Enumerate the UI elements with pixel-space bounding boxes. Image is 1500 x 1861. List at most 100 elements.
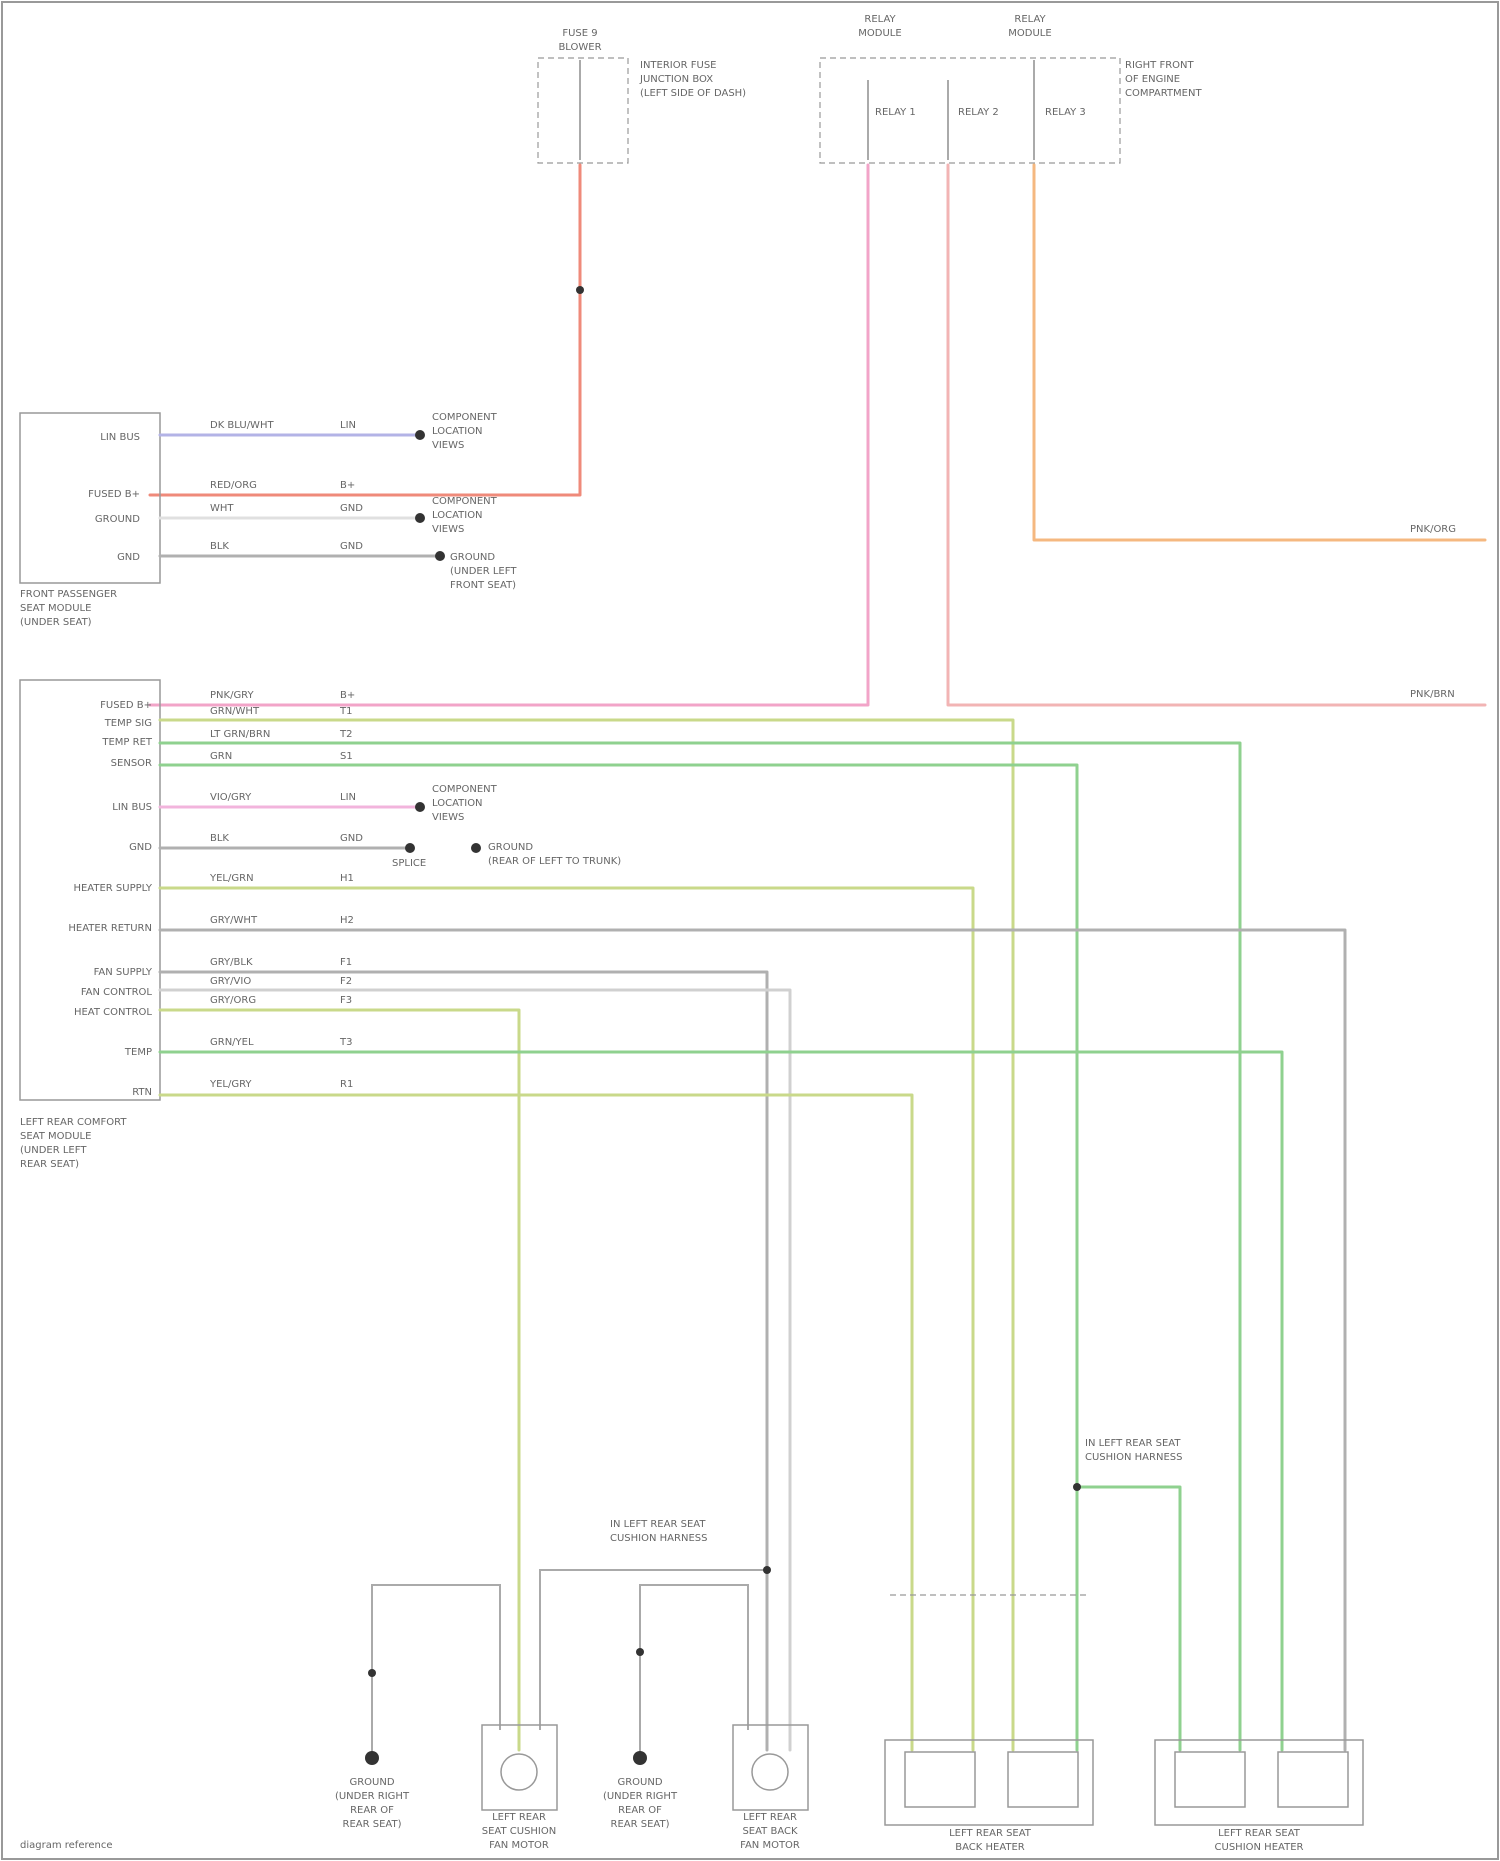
m2-code-13: YEL/GRY — [209, 1079, 252, 1090]
fuse-box-title-2: BLOWER — [558, 42, 601, 53]
splice-note-2a: IN LEFT REAR SEAT — [1085, 1438, 1181, 1449]
footer-text: diagram reference — [20, 1840, 113, 1851]
heater-grid-3 — [1175, 1752, 1245, 1807]
m2-code-4: GRN — [210, 751, 232, 762]
splice-dot — [368, 1669, 376, 1677]
m1-wire-circ-2: B+ — [340, 480, 355, 491]
m2-code-5: VIO/GRY — [210, 792, 252, 803]
connector-dot — [415, 430, 425, 440]
motor-icon — [752, 1754, 788, 1790]
m1-wire-circ-3: GND — [340, 503, 363, 514]
m2-code-3: LT GRN/BRN — [210, 729, 270, 740]
ground-1-label-1: GROUND — [349, 1777, 394, 1788]
m1-wire-code-4: BLK — [210, 541, 229, 552]
m1-wire-circ-1: LIN — [340, 420, 356, 431]
module-2-pin-11: HEAT CONTROL — [74, 1007, 152, 1018]
ground-icon — [471, 843, 481, 853]
wire-m2-sensor — [160, 765, 1077, 1750]
seat-back-heater-label-2: BACK HEATER — [955, 1842, 1025, 1853]
m2-circ-1: B+ — [340, 690, 355, 701]
splice-dot — [1073, 1483, 1081, 1491]
seat-cushion-heater: LEFT REAR SEAT CUSHION HEATER — [1155, 1740, 1363, 1853]
wire-m2-heater-supply — [160, 888, 973, 1750]
m1-callout-3a: GROUND — [450, 552, 495, 563]
module-1-title-2: SEAT MODULE — [20, 603, 91, 614]
wire-fuse-red — [150, 165, 580, 495]
m1-callout-2b: LOCATION — [432, 510, 483, 521]
right-label-pnk-org: PNK/ORG — [1410, 524, 1456, 535]
fan-motor-2-label-1: LEFT REAR — [743, 1812, 797, 1823]
seat-back-heater: LEFT REAR SEAT BACK HEATER — [885, 1740, 1093, 1853]
splice-dot — [576, 286, 584, 294]
wire-m2-temp-sig — [160, 720, 1013, 1750]
relay-label-1: RELAY 1 — [875, 107, 916, 118]
m2-circ-12: T3 — [339, 1037, 352, 1048]
module-2-title-1: LEFT REAR COMFORT — [20, 1117, 127, 1128]
m1-wire-code-2: RED/ORG — [210, 480, 257, 491]
ground-1-label-3: REAR OF — [350, 1805, 394, 1816]
module-1-pin-3: GROUND — [95, 514, 140, 525]
ground-1-label-2: (UNDER RIGHT — [335, 1791, 410, 1802]
relay-label-2: RELAY 2 — [958, 107, 999, 118]
relay-box-left-title-2: MODULE — [858, 28, 901, 39]
fan-motor-1-label-1: LEFT REAR — [492, 1812, 546, 1823]
relay-box-note-3: COMPARTMENT — [1125, 88, 1202, 99]
module-2-pin-6: GND — [129, 842, 152, 853]
m2-code-11: GRY/ORG — [210, 995, 256, 1006]
m1-callout-2a: COMPONENT — [432, 496, 498, 507]
m2-code-6: BLK — [210, 833, 229, 844]
fuse-box: FUSE 9 BLOWER INTERIOR FUSE JUNCTION BOX… — [538, 28, 746, 163]
m2-circ-4: S1 — [340, 751, 353, 762]
heater-grid-4 — [1278, 1752, 1348, 1807]
m2-circ-9: F1 — [340, 957, 352, 968]
module-1-pin-2: FUSED B+ — [88, 489, 140, 500]
m1-wire-circ-4: GND — [340, 541, 363, 552]
fuse-box-note-1: INTERIOR FUSE — [640, 60, 717, 71]
fan-motor-1-label-3: FAN MOTOR — [489, 1840, 549, 1851]
module-2-pin-8: HEATER RETURN — [68, 923, 152, 934]
module-2-pin-4: SENSOR — [111, 758, 152, 769]
m2-circ-3: T2 — [339, 729, 352, 740]
module-1-title-3: (UNDER SEAT) — [20, 617, 92, 628]
ground-2-label-3: REAR OF — [618, 1805, 662, 1816]
seat-cushion-heater-label-1: LEFT REAR SEAT — [1218, 1828, 1301, 1839]
module-2-pin-1: FUSED B+ — [100, 700, 152, 711]
ground-2-label-4: REAR SEAT) — [611, 1819, 670, 1830]
wire-relay3-orange — [1034, 165, 1485, 540]
module-2-title-2: SEAT MODULE — [20, 1131, 91, 1142]
m2-code-12: GRN/YEL — [210, 1037, 254, 1048]
ground-branch-1 — [372, 1585, 500, 1758]
m2-circ-8: H2 — [340, 915, 354, 926]
m1-callout-2c: VIEWS — [432, 524, 464, 535]
m2-circ-5: LIN — [340, 792, 356, 803]
module-2-pin-9: FAN SUPPLY — [94, 967, 153, 978]
ground-2-label-2: (UNDER RIGHT — [603, 1791, 678, 1802]
module-1-title-1: FRONT PASSENGER — [20, 589, 117, 600]
splice-icon — [405, 843, 415, 853]
m2-code-10: GRY/VIO — [210, 976, 251, 987]
fan-motor-1-label-2: SEAT CUSHION — [482, 1826, 557, 1837]
fuse-box-note-2: JUNCTION BOX — [639, 74, 713, 85]
module-2-pin-2: TEMP SIG — [104, 718, 152, 729]
relay-box-note-2: OF ENGINE — [1125, 74, 1180, 85]
module-2-pin-12: TEMP — [124, 1047, 152, 1058]
wire-splice-green — [1077, 1487, 1180, 1750]
right-label-pnk-brn: PNK/BRN — [1410, 689, 1455, 700]
motor-icon — [501, 1754, 537, 1790]
front-passenger-seat-module: LIN BUS FUSED B+ GROUND GND FRONT PASSEN… — [20, 413, 160, 628]
m2-code-8: GRY/WHT — [210, 915, 258, 926]
heater-grid-1 — [905, 1752, 975, 1807]
seat-cushion-heater-label-2: CUSHION HEATER — [1215, 1842, 1304, 1853]
m1-callout-1c: VIEWS — [432, 440, 464, 451]
m2-callout-3: SPLICE — [392, 858, 426, 869]
fan-motor-2-label-3: FAN MOTOR — [740, 1840, 800, 1851]
m2-code-2: GRN/WHT — [210, 706, 260, 717]
relay-label-3: RELAY 3 — [1045, 107, 1086, 118]
module-2-title-3: (UNDER LEFT — [20, 1145, 87, 1156]
fuse-box-outline — [538, 58, 628, 163]
m1-wire-code-3: WHT — [210, 503, 234, 514]
splice-branch — [540, 1570, 767, 1730]
m2-circ-2: T1 — [339, 706, 352, 717]
fan-motor-2: LEFT REAR SEAT BACK FAN MOTOR — [733, 1725, 808, 1851]
module-2-pin-13: RTN — [132, 1087, 152, 1098]
